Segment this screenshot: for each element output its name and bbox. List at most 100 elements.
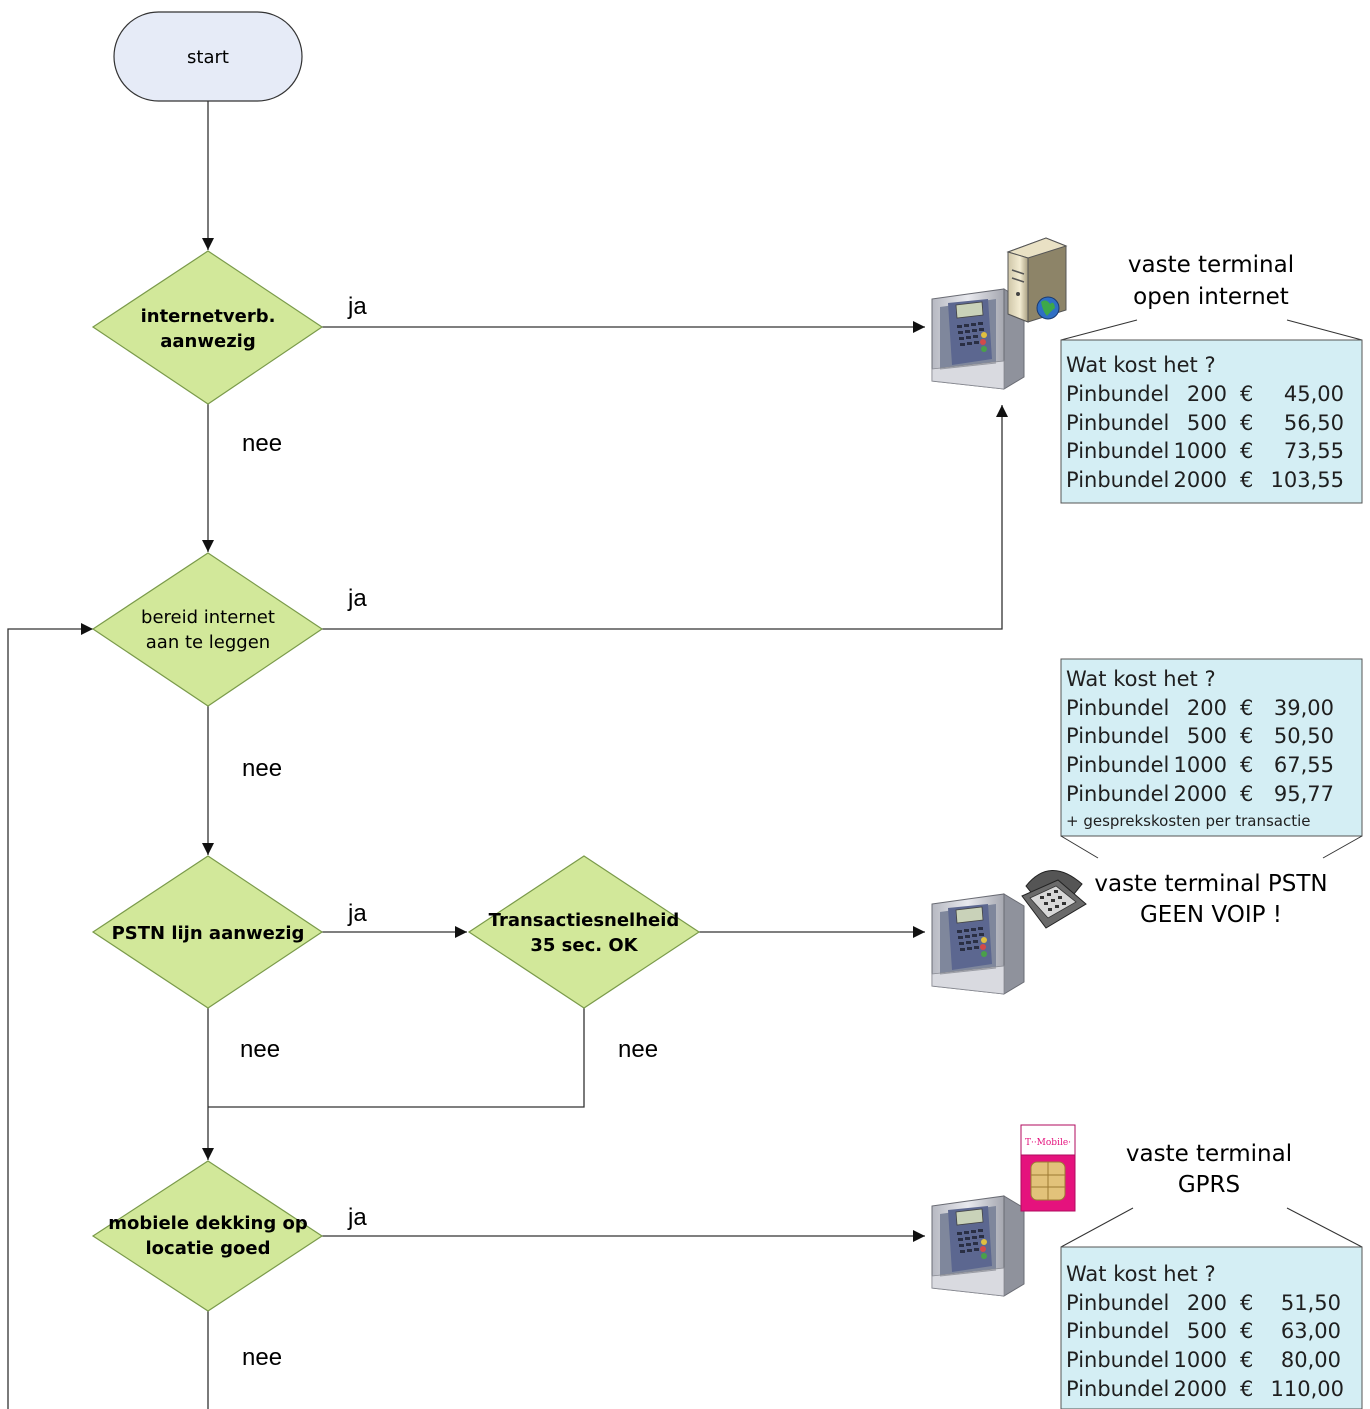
decision-label-line1: bereid internet — [141, 607, 275, 628]
price-row: Pinbundel 200 € 45,00 — [1066, 382, 1344, 406]
svg-text:€: € — [1240, 1319, 1253, 1343]
svg-text:2000: 2000 — [1174, 1377, 1227, 1401]
price-row: Pinbundel 1000 € 67,55 — [1066, 753, 1334, 777]
sim-card-icon: T··Mobile· — [1020, 1124, 1076, 1212]
svg-text:Pinbundel: Pinbundel — [1066, 696, 1169, 720]
edge-label-yes: ja — [347, 900, 367, 927]
price-box: Wat kost het ? Pinbundel 200 € 51,50 Pin… — [1060, 1207, 1363, 1409]
price-row: Pinbundel 1000 € 80,00 — [1066, 1348, 1341, 1372]
price-row: Pinbundel 200 € 39,00 — [1066, 696, 1334, 720]
price-box: Wat kost het ? Pinbundel 200 € 39,00 Pin… — [1060, 658, 1363, 859]
edge-labels: ja nee ja nee ja nee nee ja nee — [240, 293, 658, 1371]
start-node: start — [113, 11, 303, 102]
decision-pstn-line: PSTN lijn aanwezig — [91, 855, 324, 1009]
server-globe-icon — [1006, 237, 1068, 323]
svg-text:39,00: 39,00 — [1274, 696, 1334, 720]
terminal-gprs: T··Mobile· vaste terminal GPRS Wat kost … — [931, 1124, 1363, 1409]
svg-text:1000: 1000 — [1174, 1348, 1227, 1372]
edge-label-yes: ja — [347, 585, 367, 612]
price-row: Pinbundel 2000 € 110,00 — [1066, 1377, 1344, 1401]
svg-text:€: € — [1240, 1291, 1253, 1315]
payment-terminal-icon — [931, 1195, 1025, 1297]
decision-internet-connection: internetverb. aanwezig — [91, 250, 324, 405]
svg-text:€: € — [1240, 382, 1253, 406]
price-row: Pinbundel 500 € 63,00 — [1066, 1319, 1341, 1343]
price-row: Pinbundel 2000 € 95,77 — [1066, 782, 1334, 806]
svg-text:51,50: 51,50 — [1281, 1291, 1341, 1315]
decision-label-line1: PSTN lijn aanwezig — [112, 923, 305, 944]
svg-text:200: 200 — [1187, 696, 1227, 720]
svg-text:€: € — [1240, 1377, 1253, 1401]
terminal-title-line1: vaste terminal — [1128, 252, 1294, 278]
svg-text:€: € — [1240, 753, 1253, 777]
edge-label-yes: ja — [347, 1204, 367, 1231]
svg-text:500: 500 — [1187, 411, 1227, 435]
svg-text:€: € — [1240, 1348, 1253, 1372]
edge-label-no: nee — [242, 755, 282, 782]
svg-text:Pinbundel: Pinbundel — [1066, 1377, 1169, 1401]
svg-text:€: € — [1240, 439, 1253, 463]
svg-text:Pinbundel: Pinbundel — [1066, 1348, 1169, 1372]
svg-text:Pinbundel: Pinbundel — [1066, 411, 1169, 435]
edge-label-no: nee — [242, 430, 282, 457]
svg-text:73,55: 73,55 — [1284, 439, 1344, 463]
svg-text:67,55: 67,55 — [1274, 753, 1334, 777]
decision-label-line2: 35 sec. OK — [530, 935, 638, 956]
decision-transaction-speed: Transactiesnelheid 35 sec. OK — [467, 855, 701, 1009]
edge-label-no: nee — [240, 1036, 280, 1063]
svg-text:€: € — [1240, 696, 1253, 720]
svg-text:45,00: 45,00 — [1284, 382, 1344, 406]
svg-text:200: 200 — [1187, 382, 1227, 406]
terminal-open-internet: vaste terminal open internet Wat kost he… — [931, 237, 1363, 504]
decision-label-line1: mobiele dekking op — [108, 1213, 308, 1234]
decision-label-line2: aanwezig — [160, 331, 255, 352]
edge-label-no: nee — [242, 1344, 282, 1371]
telephone-icon — [1021, 870, 1087, 929]
svg-text:2000: 2000 — [1174, 782, 1227, 806]
decision-willing-install-internet: bereid internet aan te leggen — [91, 552, 324, 707]
svg-text:Pinbundel: Pinbundel — [1066, 1291, 1169, 1315]
decision-label-line2: aan te leggen — [146, 632, 270, 653]
svg-text:80,00: 80,00 — [1281, 1348, 1341, 1372]
svg-text:1000: 1000 — [1174, 753, 1227, 777]
price-header: Wat kost het ? — [1066, 353, 1216, 377]
svg-text:Pinbundel: Pinbundel — [1066, 782, 1169, 806]
svg-text:200: 200 — [1187, 1291, 1227, 1315]
svg-text:50,50: 50,50 — [1274, 724, 1334, 748]
svg-text:€: € — [1240, 724, 1253, 748]
terminal-title-line1: vaste terminal PSTN — [1094, 871, 1327, 897]
svg-text:500: 500 — [1187, 1319, 1227, 1343]
edge-label-yes: ja — [347, 293, 367, 320]
decision-label-line2: locatie goed — [146, 1238, 271, 1259]
terminal-title-line2: GEEN VOIP ! — [1140, 902, 1282, 928]
svg-text:Pinbundel: Pinbundel — [1066, 1319, 1169, 1343]
svg-text:€: € — [1240, 411, 1253, 435]
price-row: Pinbundel 2000 € 103,55 — [1066, 468, 1344, 492]
svg-text:1000: 1000 — [1174, 439, 1227, 463]
svg-text:110,00: 110,00 — [1271, 1377, 1344, 1401]
svg-text:€: € — [1240, 468, 1253, 492]
sim-brand-text: T··Mobile· — [1025, 1138, 1071, 1148]
price-note: + gesprekskosten per transactie — [1066, 812, 1310, 830]
terminal-title-line2: GPRS — [1178, 1172, 1240, 1198]
price-row: Pinbundel 200 € 51,50 — [1066, 1291, 1341, 1315]
payment-terminal-icon — [931, 893, 1025, 995]
connectors — [7, 101, 1008, 1409]
price-row: Pinbundel 1000 € 73,55 — [1066, 439, 1344, 463]
svg-text:Pinbundel: Pinbundel — [1066, 439, 1169, 463]
terminal-title-line1: vaste terminal — [1126, 1141, 1292, 1167]
svg-text:Pinbundel: Pinbundel — [1066, 753, 1169, 777]
svg-text:Pinbundel: Pinbundel — [1066, 382, 1169, 406]
decision-label-line1: Transactiesnelheid — [489, 910, 680, 931]
decision-mobile-coverage: mobiele dekking op locatie goed — [91, 1160, 324, 1312]
edge-label-no: nee — [618, 1036, 658, 1063]
price-row: Pinbundel 500 € 50,50 — [1066, 724, 1334, 748]
start-label: start — [187, 47, 229, 68]
svg-text:Pinbundel: Pinbundel — [1066, 468, 1169, 492]
svg-text:63,00: 63,00 — [1281, 1319, 1341, 1343]
price-box: Wat kost het ? Pinbundel 200 € 45,00 Pin… — [1060, 319, 1363, 504]
price-header: Wat kost het ? — [1066, 667, 1216, 691]
svg-text:56,50: 56,50 — [1284, 411, 1344, 435]
svg-text:95,77: 95,77 — [1274, 782, 1334, 806]
